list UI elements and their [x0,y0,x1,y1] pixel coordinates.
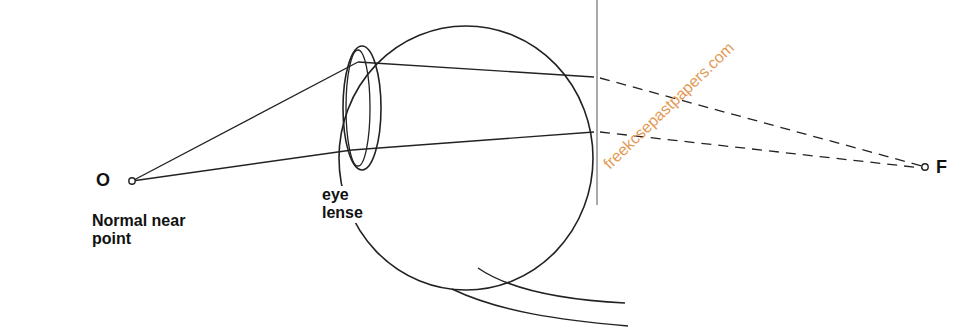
light-ray [358,62,594,77]
eye-lens [343,46,381,170]
object-point [129,178,135,184]
point-label: O [96,170,110,191]
light-ray [352,132,594,150]
light-ray [132,62,358,181]
retina-line [597,0,598,205]
light-ray [132,150,352,181]
near-point-label: Normal near point [92,212,210,249]
focus-point [922,164,928,170]
eyeball [339,26,593,290]
optic-nerve [452,289,628,326]
lens-label: eye lense [320,186,382,223]
optic-nerve [478,268,625,303]
point-label: F [936,157,947,178]
watermark: freekcsepastpapers.com [600,39,738,173]
